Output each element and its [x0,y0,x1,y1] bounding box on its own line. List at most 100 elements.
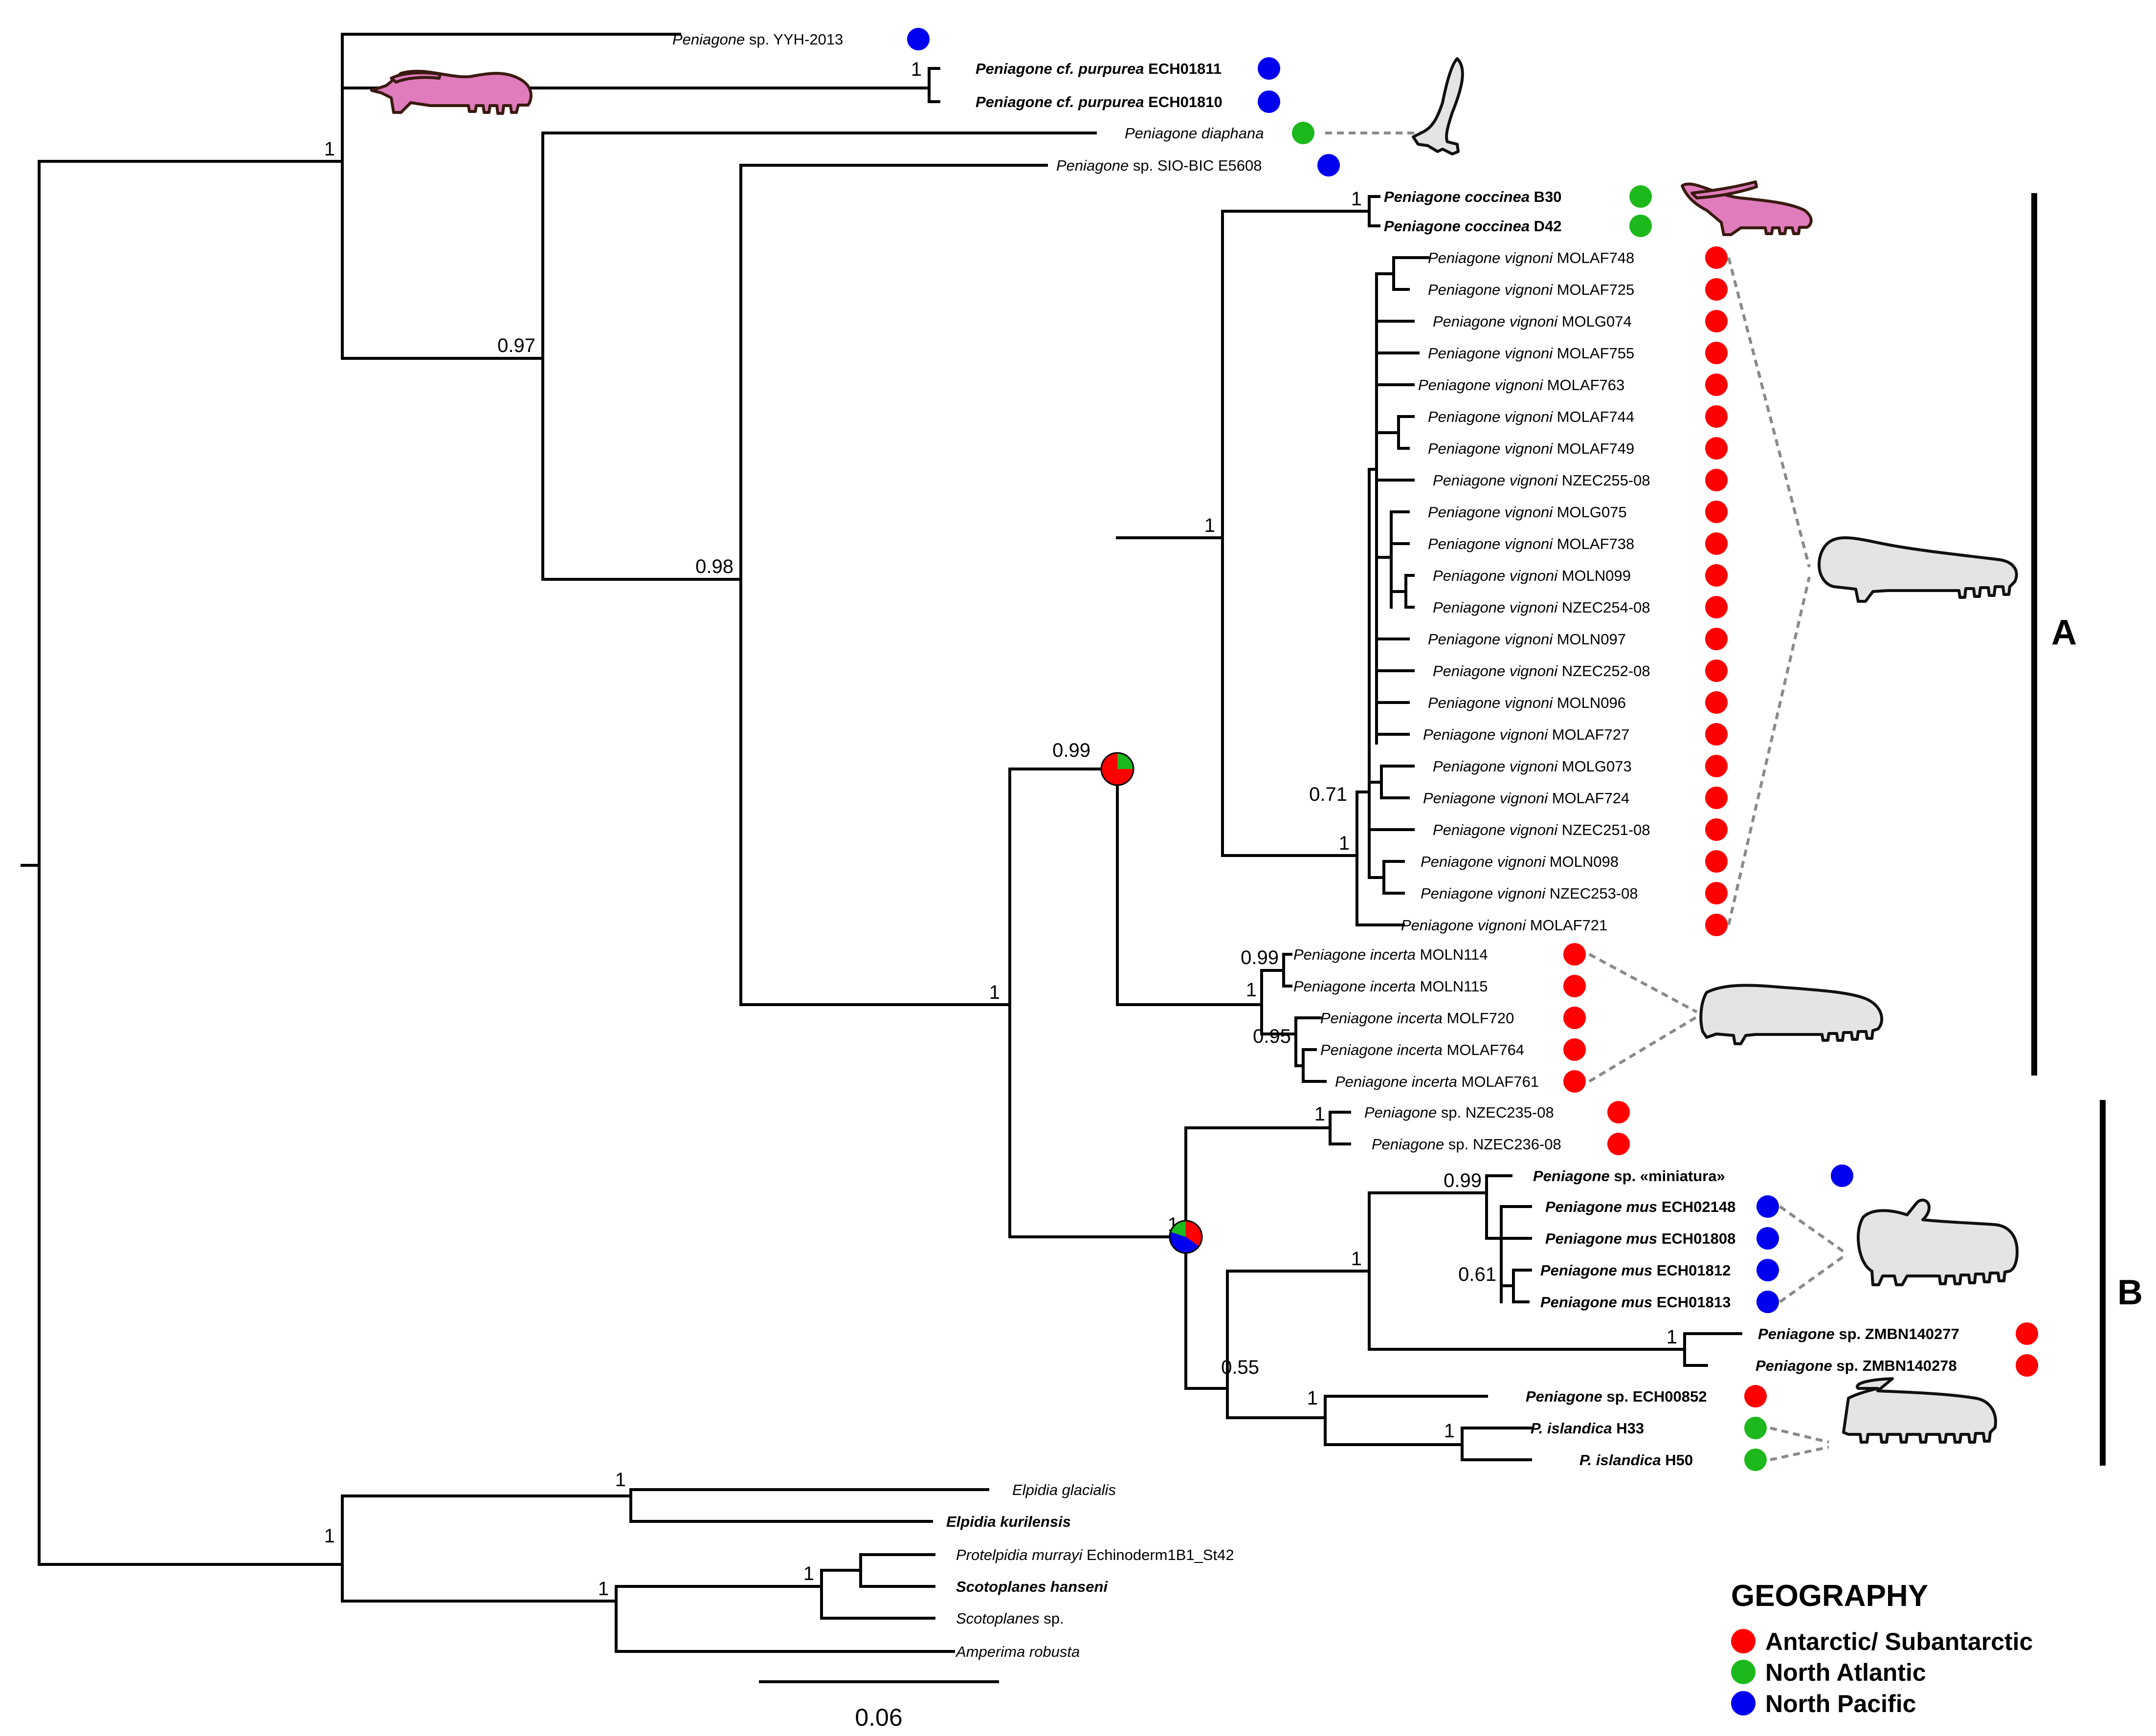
pie-node-a [1100,752,1134,786]
tip-label-part: Peniagone incerta [1320,1010,1443,1027]
tip-label: Peniagone vignoni MOLAF763 [1418,376,1624,394]
tip-label-part: Amperima robusta [955,1643,1080,1660]
tip-label-part: Peniagone vignoni [1428,631,1553,648]
geography-dot [1705,246,1728,269]
tip-label-part: Scotoplanes [956,1610,1040,1627]
tip-label: Peniagone vignoni MOLG075 [1428,504,1627,521]
tip-label-part: ECH02148 [1657,1198,1735,1215]
illustration-islandica [1842,1377,1997,1444]
tip-label-part: ECH01808 [1657,1230,1735,1247]
geography-dot [1563,1038,1586,1061]
tip-label-part: MOLAF764 [1443,1041,1524,1058]
legend-dot-north-atlantic [1731,1660,1756,1684]
support-value: 1 [1444,1420,1455,1442]
tip-label: Protelpidia murrayi Echinoderm1B1_St42 [956,1546,1234,1563]
tip-label: Peniagone mus ECH01812 [1540,1262,1731,1279]
geography-dot [1756,1195,1779,1218]
tip-label-part: Peniagone [1758,1325,1835,1342]
tip-label: Peniagone incerta MOLAF761 [1335,1073,1539,1090]
tip-label-part: sp. SIO-BIC E5608 [1129,157,1262,174]
tip-label: Peniagone vignoni MOLN096 [1428,694,1626,711]
tip-label: Peniagone incerta MOLF720 [1320,1010,1514,1027]
tip-label-part: Peniagone vignoni [1433,758,1558,775]
tip-label: Elpidia kurilensis [946,1513,1071,1530]
tip-label: Peniagone vignoni MOLN097 [1428,631,1626,648]
support-value: 1 [911,59,922,80]
tip-label-part: MOLG073 [1557,758,1632,775]
geography-dot [1705,437,1728,460]
tip-label-part: MOLF720 [1443,1010,1514,1027]
geography-dot [1607,1101,1630,1123]
support-value: 0.99 [1444,1170,1482,1191]
tip-label-part: Peniagone vignoni [1428,440,1553,457]
support-value: 1 [324,138,335,160]
tip-label: Peniagone vignoni MOLAF744 [1428,408,1634,425]
geography-dot [1705,755,1728,777]
tip-label: Peniagone sp. YYH-2013 [672,31,843,48]
tip-label-part: H33 [1612,1420,1644,1437]
tip-label-part: NZEC254-08 [1557,599,1650,616]
tip-label: Peniagone vignoni MOLN098 [1421,853,1619,870]
support-value: 1 [615,1469,626,1491]
clade-a-label: A [2051,613,2077,652]
tip-label: Peniagone sp. ZMBN140277 [1758,1325,1959,1342]
tip-label-part: MOLN115 [1416,978,1488,995]
scale-bar-label: 0.06 [855,1704,902,1731]
tip-label: Peniagone mus ECH02148 [1545,1198,1735,1215]
tip-label-part: sp. [1040,1610,1064,1627]
support-value: 0.97 [497,335,535,356]
illustration-connector [1770,1427,1829,1444]
tip-label-part: Peniagone vignoni [1423,790,1548,807]
illustration-mus [1857,1198,2019,1286]
tree-branches [21,33,1742,1653]
geography-dot [1629,215,1652,237]
tip-label: Peniagone vignoni MOLAF727 [1423,726,1629,743]
tip-label: Peniagone vignoni MOLN099 [1433,567,1631,584]
legend-label-north-atlantic: North Atlantic [1765,1659,1926,1686]
tip-label-part: Peniagone incerta [1293,946,1416,963]
tip-label: Peniagone cf. purpurea ECH01810 [976,93,1222,110]
tip-label: Peniagone mus ECH01813 [1540,1294,1731,1311]
tip-label-part: P. islandica [1579,1451,1661,1469]
tip-label-part: sp. NZEC236-08 [1444,1136,1561,1153]
support-value: 0.61 [1458,1264,1496,1285]
tip-label-part: sp. ZMBN140278 [1832,1357,1957,1374]
tip-label-part: MOLG075 [1553,504,1627,521]
support-value: 0.98 [695,556,733,577]
geography-dot [1756,1227,1779,1250]
tip-label-part: MOLAF721 [1526,917,1607,934]
illustration-vignoni [1818,536,2018,603]
tip-label: Peniagone incerta MOLN114 [1293,946,1488,963]
geography-dot [1705,469,1728,491]
geography-dot [1705,278,1728,301]
geography-dot [1705,564,1728,587]
tip-label: Peniagone vignoni MOLAF725 [1428,281,1634,298]
ancestral-state-pies [1100,752,1203,1254]
tip-label: Scotoplanes sp. [956,1610,1064,1627]
geography-dot [1744,1449,1767,1471]
support-value: 0.99 [1052,740,1090,761]
tip-label-part: MOLN099 [1557,567,1631,584]
geography-dot [2016,1354,2038,1377]
geography-dot [1705,787,1728,809]
support-value: 0.99 [1241,947,1279,968]
tip-label-part: MOLAF755 [1553,345,1634,362]
tip-label-part: B30 [1530,188,1561,205]
geography-dot [1563,1070,1586,1093]
geography-dot [1744,1385,1767,1407]
geography-dot [1629,185,1652,208]
geography-dot [1563,975,1586,997]
geography-dot [907,28,930,50]
geography-dot [1756,1259,1779,1281]
tip-label: Peniagone vignoni MOLAF755 [1428,345,1634,362]
illustration-connector [1588,953,1698,1013]
support-value: 1 [1314,1103,1325,1125]
geography-dot [1705,501,1728,523]
support-value: 0.71 [1309,784,1347,805]
tip-label-part: NZEC251-08 [1557,821,1650,838]
illustration-purpurea [370,69,533,115]
tip-label-part: Peniagone vignoni [1433,313,1558,330]
tip-label-part: MOLAF724 [1548,790,1629,807]
tip-label-part: Peniagone vignoni [1421,885,1546,902]
